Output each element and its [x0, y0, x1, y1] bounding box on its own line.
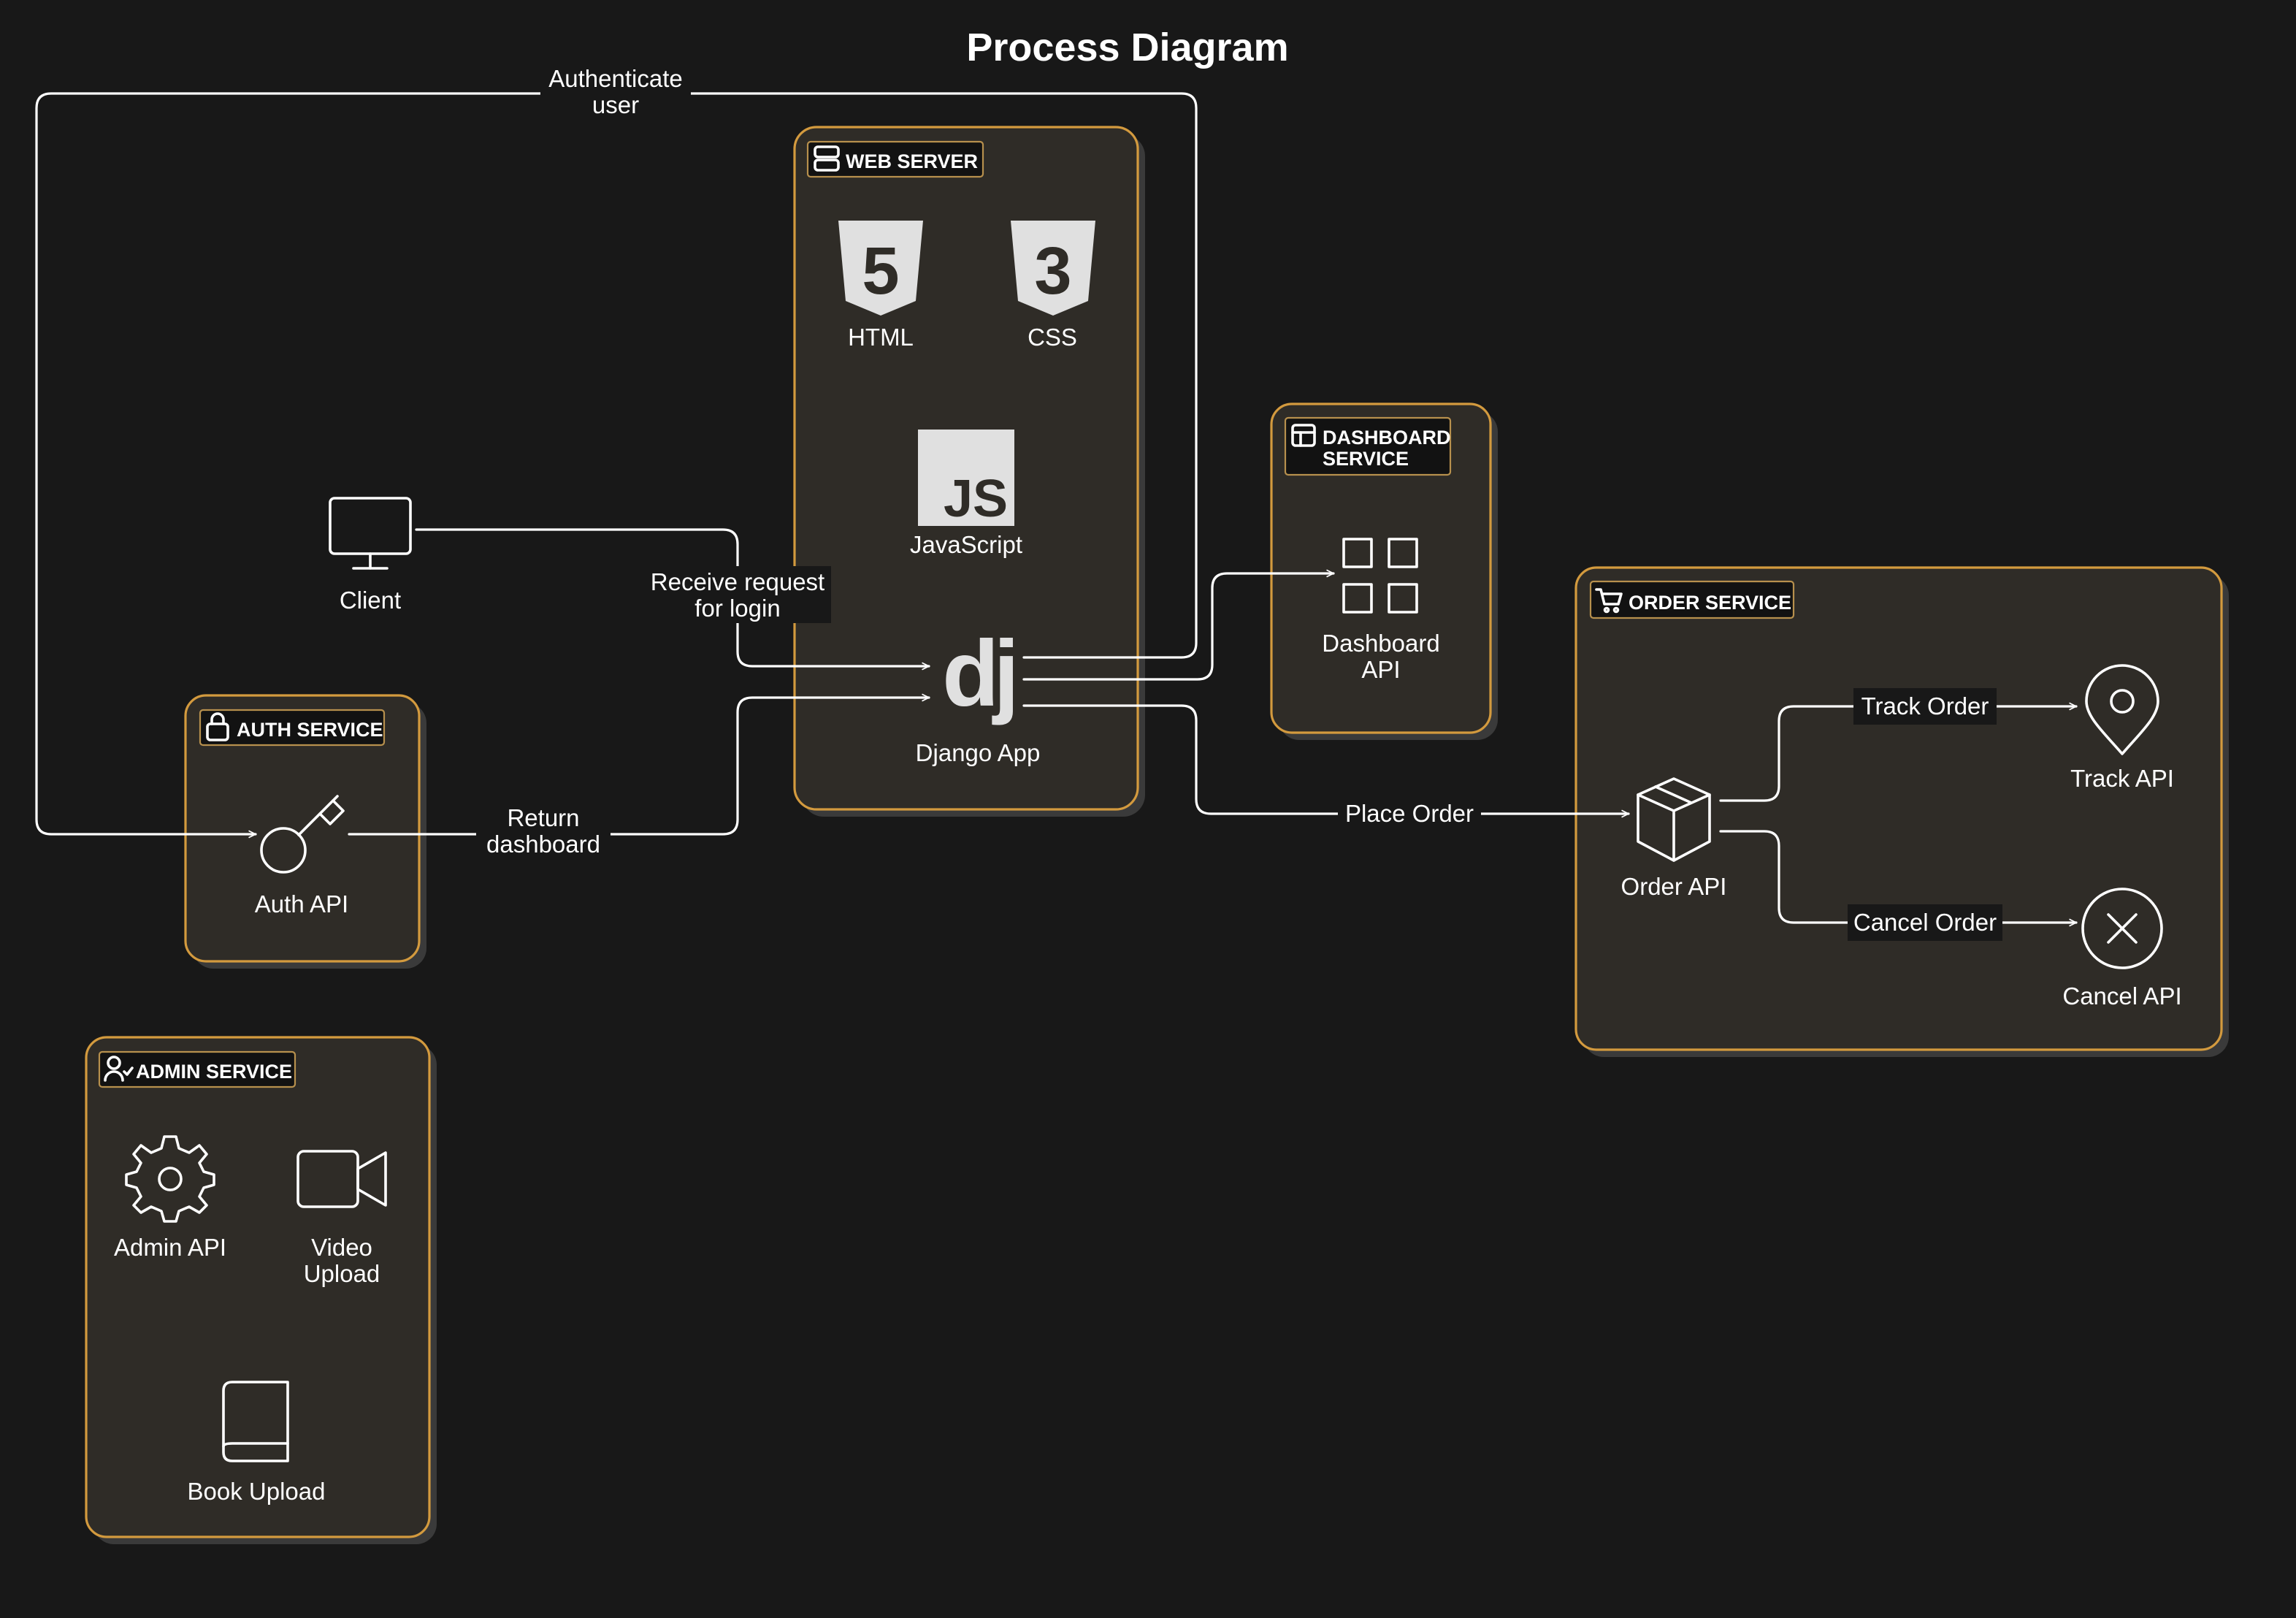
cart-icon [1595, 588, 1623, 614]
html-label: HTML [848, 324, 914, 351]
edge-cancel-order [1719, 830, 2078, 927]
admin-api-node[interactable]: Admin API [114, 1135, 226, 1261]
lock-icon [206, 712, 229, 741]
css-node[interactable]: 3 CSS [1011, 221, 1095, 351]
gear-icon [125, 1135, 215, 1223]
user-check-icon [104, 1056, 134, 1082]
css3-glyph: 3 [1034, 234, 1071, 308]
auth-service-group: AUTH SERVICE [184, 694, 426, 969]
layout-icon [1291, 424, 1316, 447]
edge-place-order [1022, 704, 1630, 818]
client-node[interactable]: Client [329, 497, 412, 614]
x-circle-icon [2081, 888, 2163, 969]
django-node[interactable]: dj Django App [916, 622, 1041, 766]
order-api-node[interactable]: Order API [1621, 777, 1727, 900]
auth-service-label: AUTH SERVICE [237, 719, 383, 741]
web-server-label: WEB SERVER [846, 150, 978, 172]
grid-icon [1342, 538, 1418, 614]
edge-label-return-1: Return [507, 804, 579, 831]
css-label: CSS [1028, 324, 1077, 351]
monitor-icon [329, 497, 412, 570]
client-label: Client [340, 587, 401, 614]
diagram-title: Process Diagram [966, 26, 1288, 69]
edge-track-order [1719, 702, 2078, 802]
django-icon: dj [942, 622, 1014, 726]
edge-label-cancel-order: Cancel Order [1853, 909, 1997, 936]
html-node[interactable]: 5 HTML [838, 221, 923, 351]
dashboard-service-label-line2: SERVICE [1323, 448, 1409, 470]
admin-service-group: ADMIN SERVICE [85, 1036, 437, 1544]
edge-label-receive-1: Receive request [651, 568, 824, 595]
order-service-label: ORDER SERVICE [1629, 592, 1791, 614]
admin-service-label: ADMIN SERVICE [136, 1061, 292, 1083]
edge-return-dashboard [348, 693, 930, 836]
edge-dashboard [1022, 569, 1335, 681]
cancel-api-label: Cancel API [2062, 982, 2181, 1010]
dashboard-service-label-line1: DASHBOARD [1323, 427, 1451, 449]
book-upload-node[interactable]: Book Upload [188, 1381, 326, 1505]
edge-label-receive-2: for login [694, 595, 780, 622]
order-service-group: ORDER SERVICE [1574, 566, 2229, 1057]
video-upload-node[interactable]: Video Upload [296, 1150, 387, 1287]
html5-glyph: 5 [862, 234, 899, 308]
order-api-label: Order API [1621, 873, 1727, 900]
dashboard-api-node[interactable]: Dashboard API [1322, 538, 1440, 683]
track-api-label: Track API [2070, 765, 2174, 792]
map-pin-icon [2085, 664, 2159, 755]
javascript-glyph: JS [944, 470, 1008, 528]
cancel-api-node[interactable]: Cancel API [2062, 888, 2182, 1010]
key-icon [260, 795, 345, 874]
edge-label-return-2: dashboard [486, 831, 600, 858]
javascript-icon: JS [918, 430, 1014, 528]
javascript-label: JavaScript [910, 531, 1022, 558]
book-upload-label: Book Upload [188, 1478, 326, 1505]
auth-api-node[interactable]: Auth API [255, 795, 348, 917]
video-upload-label-line1: Video [311, 1234, 372, 1261]
edge-label-authenticate-2: user [592, 91, 639, 118]
auth-api-label: Auth API [255, 890, 348, 917]
html5-icon: 5 [838, 221, 923, 316]
admin-api-label: Admin API [114, 1234, 226, 1261]
dashboard-api-label-line2: API [1361, 656, 1400, 683]
edge-label-authenticate-1: Authenticate [548, 65, 682, 92]
javascript-node[interactable]: JS JavaScript [910, 430, 1022, 558]
package-icon [1637, 777, 1711, 862]
video-camera-icon [296, 1150, 387, 1208]
edge-label-place-order: Place Order [1345, 800, 1474, 827]
dashboard-service-group: DASHBOARD SERVICE [1270, 402, 1498, 740]
dashboard-api-label-line1: Dashboard [1322, 630, 1439, 657]
edge-label-track-order: Track Order [1861, 692, 1989, 720]
book-icon [222, 1381, 289, 1462]
video-upload-label-line2: Upload [304, 1260, 380, 1287]
server-icon [814, 145, 840, 172]
track-api-node[interactable]: Track API [2070, 664, 2174, 792]
css3-icon: 3 [1011, 221, 1095, 316]
django-label: Django App [916, 739, 1041, 766]
